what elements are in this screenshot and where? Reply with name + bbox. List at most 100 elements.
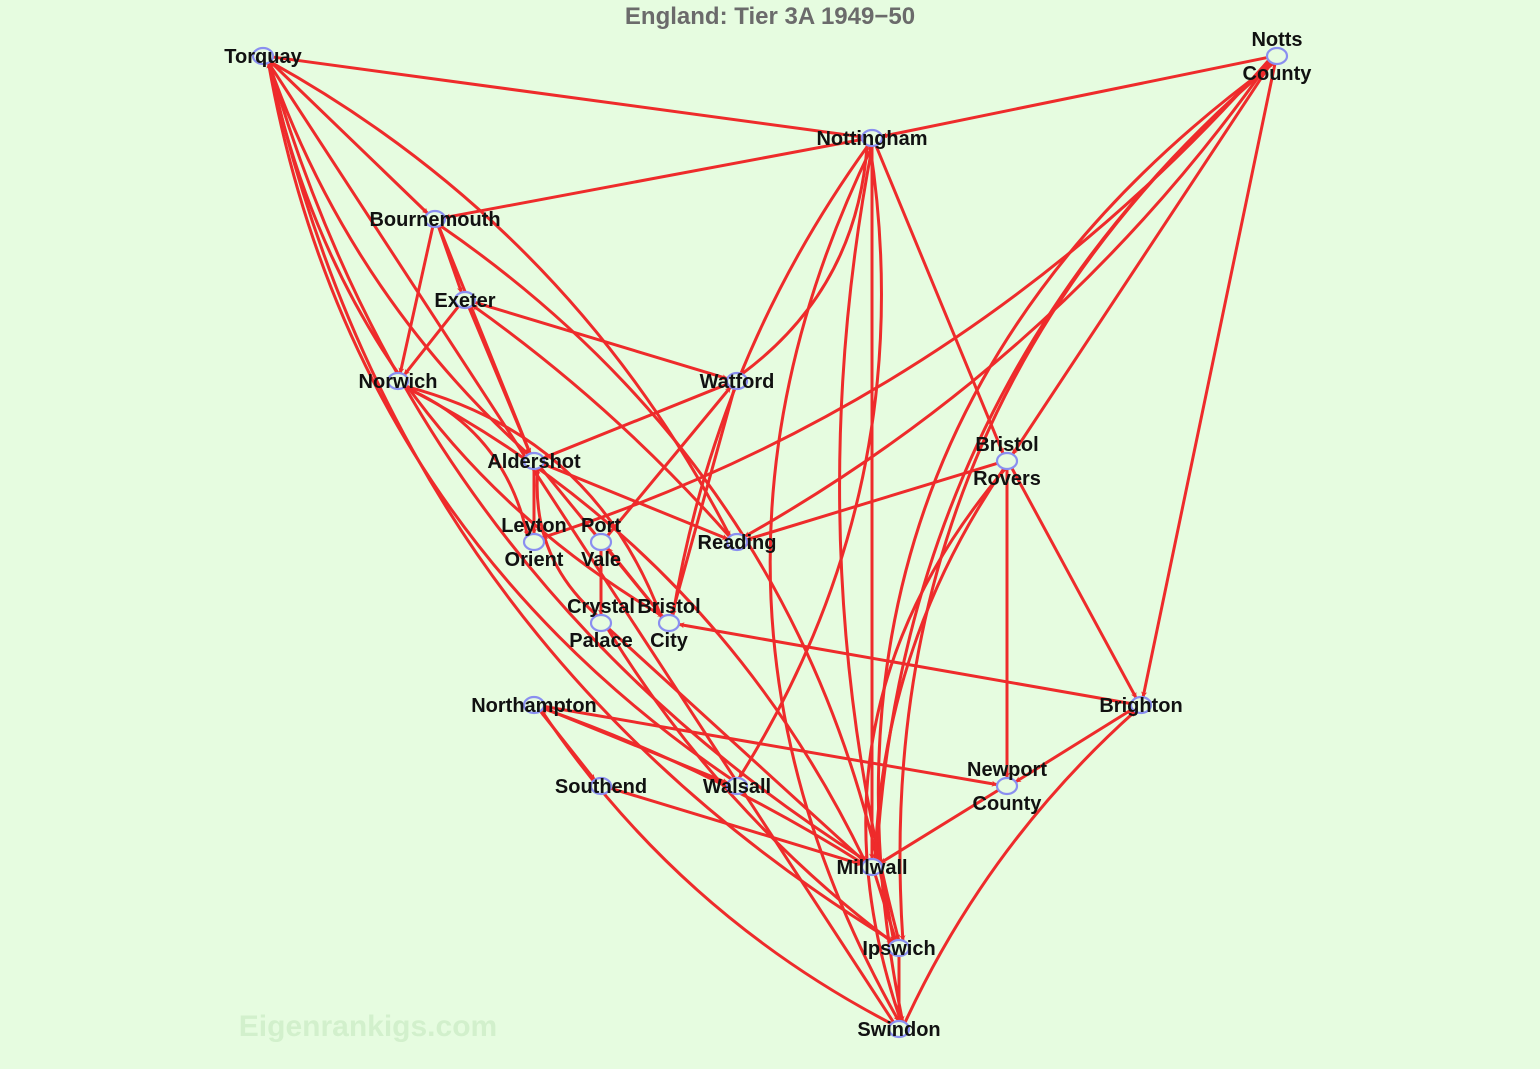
edge-watford-to-nottingham [740, 144, 870, 376]
node-label-bristolc-0: Bristol [637, 596, 700, 618]
edge-torquay-to-bournemouth [269, 60, 429, 215]
node-marker-bristolc [657, 613, 681, 633]
edge-bristolc-to-portvale [606, 547, 664, 618]
node-marker-exeter [453, 290, 477, 310]
node-norwich[interactable]: Norwich [359, 371, 438, 393]
edge-newport-to-millwall [879, 788, 1000, 865]
node-marker-crystal [589, 613, 613, 633]
node-marker-notts [1265, 46, 1289, 66]
edge-notts-to-brighton [1141, 63, 1277, 698]
node-walsall[interactable]: Walsall [703, 776, 771, 798]
node-marker-nottingham [860, 128, 884, 148]
node-label-norwich-0: Norwich [359, 371, 438, 393]
node-marker-torquay [251, 46, 275, 66]
edge-bristolr-to-millwall [872, 467, 1006, 861]
node-label-swindon-0: Swindon [857, 1019, 940, 1041]
node-aldershot[interactable]: Aldershot [487, 451, 581, 473]
node-torquay[interactable]: Torquay [224, 46, 302, 68]
node-label-bristolc-1: City [650, 630, 689, 652]
edge-bristolr-to-reading [746, 461, 998, 542]
node-label-newport-0: Newport [967, 759, 1047, 781]
node-marker-northampton [522, 695, 546, 715]
edge-watford-to-bristolc [670, 388, 736, 616]
node-marker-watford [725, 371, 749, 391]
node-marker-leyton [522, 532, 546, 552]
watermark: Eigenrankigs.com [239, 1010, 497, 1043]
node-label-crystal-0: Crystal [567, 596, 635, 618]
node-label-brighton-0: Brighton [1099, 695, 1182, 717]
node-nottingham[interactable]: Nottingham [816, 128, 927, 150]
node-marker-newport [995, 776, 1019, 796]
node-ipswich[interactable]: Ipswich [862, 938, 935, 960]
edge-notts-to-bristolr [1011, 61, 1273, 456]
edge-torquay-to-aldershot [267, 62, 530, 456]
node-label-ipswich-0: Ipswich [862, 938, 935, 960]
node-label-bournemouth-0: Bournemouth [369, 209, 500, 231]
edge-brighton-to-newport [1014, 707, 1134, 784]
edge-northampton-to-millwall [542, 707, 864, 865]
node-southend[interactable]: Southend [555, 776, 647, 798]
edge-reading-to-exeter [471, 304, 731, 538]
node-marker-bristolr [995, 451, 1019, 471]
edge-nottingham-to-bristolc [670, 144, 870, 617]
edge-aldershot-to-reading [542, 462, 729, 541]
edge-notts-to-leyton [541, 59, 1270, 540]
node-marker-norwich [386, 371, 410, 391]
edge-torquay-to-nottingham [272, 55, 863, 140]
edge-southend-to-millwall [610, 786, 863, 867]
node-marker-portvale [589, 532, 613, 552]
node-exeter[interactable]: Exeter [434, 290, 495, 312]
node-marker-reading [725, 532, 749, 552]
node-label-notts-1: County [1243, 63, 1313, 85]
node-layer: Torquay NottsCountyNottinghamBournemouthE… [224, 29, 1312, 1041]
edge-crystal-to-millwall [607, 627, 866, 863]
edge-bristolr-to-swindon [864, 467, 1007, 1022]
node-marker-swindon [887, 1019, 911, 1039]
node-brighton[interactable]: Brighton [1099, 695, 1182, 717]
edge-nottingham-to-bournemouth [444, 137, 863, 220]
node-label-torquay-0: Torquay [224, 46, 302, 68]
edge-nottingham-to-bristolr [874, 144, 1005, 455]
edge-notts-to-ipswich [898, 62, 1275, 942]
edge-nottingham-to-walsall [737, 145, 883, 779]
node-bournemouth[interactable]: Bournemouth [369, 209, 500, 231]
node-label-millwall-0: Millwall [836, 857, 907, 879]
edge-exeter-to-norwich [403, 305, 460, 376]
edge-crystal-to-aldershot [534, 467, 599, 617]
node-label-portvale-1: Vale [581, 549, 621, 571]
node-watford[interactable]: Watford [700, 371, 775, 393]
node-label-bristolr-0: Bristol [975, 434, 1038, 456]
node-marker-walsall [725, 776, 749, 796]
node-marker-millwall [860, 857, 884, 877]
edge-millwall-to-ipswich [873, 874, 898, 941]
node-label-aldershot-0: Aldershot [487, 451, 581, 473]
node-northampton[interactable]: Northampton [471, 695, 597, 717]
node-marker-bournemouth [423, 209, 447, 229]
edge-norwich-to-millwall [404, 385, 867, 862]
edge-nottingham-to-swindon [768, 145, 901, 1022]
diagram-title: England: Tier 3A 1949−50 [625, 3, 915, 30]
edge-notts-to-reading [743, 60, 1271, 538]
edge-notts-to-millwall [873, 62, 1274, 861]
edge-nottingham-to-ipswich [838, 145, 901, 941]
node-label-southend-0: Southend [555, 776, 647, 798]
node-marker-brighton [1129, 695, 1153, 715]
node-swindon[interactable]: Swindon [857, 1019, 940, 1041]
edge-ipswich-to-torquay [267, 61, 894, 943]
edge-crystal-to-ipswich [606, 628, 894, 944]
edge-notts-to-nottingham [881, 56, 1268, 139]
node-millwall[interactable]: Millwall [836, 857, 907, 879]
node-label-exeter-0: Exeter [434, 290, 495, 312]
node-label-notts-0: Notts [1251, 29, 1302, 51]
node-label-nottingham-0: Nottingham [816, 128, 927, 150]
node-label-crystal-1: Palace [569, 630, 632, 652]
node-reading[interactable]: Reading [698, 532, 777, 554]
